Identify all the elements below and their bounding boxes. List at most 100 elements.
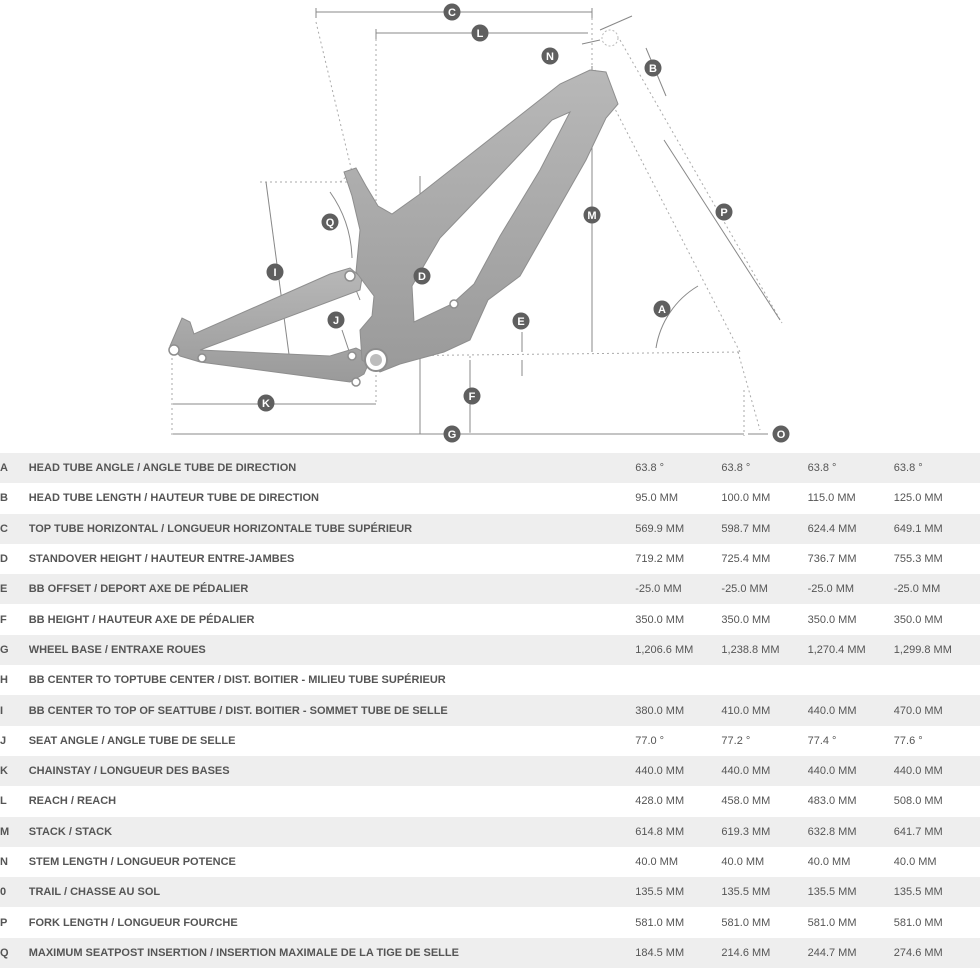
row-value-size-1: 614.8 MM — [635, 816, 722, 847]
row-value-size-2: 725.4 MM — [721, 543, 808, 575]
row-letter: E — [0, 574, 29, 605]
row-value-size-3: 624.4 MM — [807, 513, 894, 544]
row-label: HEAD TUBE LENGTH / HAUTEUR TUBE DE DIREC… — [28, 483, 636, 514]
row-letter: G — [0, 634, 29, 666]
marker-n: N — [541, 47, 559, 65]
row-value-size-2: 410.0 MM — [721, 695, 808, 726]
row-label: BB OFFSET / DEPORT AXE DE PÉDALIER — [28, 574, 636, 605]
row-value-size-4: 63.8 ° — [893, 453, 980, 484]
row-value-size-4: 274.6 MM — [893, 937, 980, 969]
row-value-size-4: 641.7 MM — [893, 816, 980, 847]
row-label: CHAINSTAY / LONGUEUR DES BASES — [28, 755, 636, 787]
row-value-size-1: 135.5 MM — [635, 877, 722, 908]
row-value-size-2: 100.0 MM — [721, 483, 808, 514]
svg-text:O: O — [777, 429, 786, 441]
row-value-size-4: 440.0 MM — [893, 755, 980, 787]
svg-text:K: K — [262, 398, 270, 410]
row-value-size-3: 350.0 MM — [807, 604, 894, 635]
row-value-size-4: 135.5 MM — [893, 877, 980, 908]
row-value-size-1 — [635, 665, 722, 696]
row-letter: M — [0, 816, 29, 847]
row-label: STEM LENGTH / LONGUEUR POTENCE — [28, 846, 636, 878]
row-letter: P — [0, 907, 29, 938]
row-value-size-4: 77.6 ° — [893, 725, 980, 756]
row-value-size-2: 135.5 MM — [721, 877, 808, 908]
row-value-size-1: 569.9 MM — [635, 513, 722, 544]
row-value-size-3 — [807, 665, 894, 696]
row-value-size-2: 598.7 MM — [721, 513, 808, 544]
row-value-size-3: 1,270.4 MM — [807, 634, 894, 666]
row-letter: I — [0, 695, 29, 726]
marker-e: E — [512, 312, 530, 330]
row-label: REACH / REACH — [28, 786, 636, 817]
row-value-size-3: 440.0 MM — [807, 755, 894, 787]
marker-i: I — [266, 263, 284, 281]
row-letter: J — [0, 725, 29, 756]
rear-axle — [168, 344, 180, 356]
marker-c: C — [443, 3, 461, 21]
row-value-size-2: 214.6 MM — [721, 937, 808, 969]
marker-f: F — [463, 387, 481, 405]
row-value-size-4: 40.0 MM — [893, 846, 980, 878]
dimension-markers: C L N B M P Q I D A J E F K G O — [257, 3, 790, 443]
row-letter: F — [0, 604, 29, 635]
row-letter: C — [0, 513, 29, 544]
rear-triangle — [169, 267, 373, 383]
row-letter: K — [0, 755, 29, 787]
row-label: STANDOVER HEIGHT / HAUTEUR ENTRE-JAMBES — [28, 543, 636, 575]
row-value-size-3: 115.0 MM — [807, 483, 894, 514]
row-label: BB CENTER TO TOP OF SEATTUBE / DIST. BOI… — [28, 695, 636, 726]
row-value-size-1: 63.8 ° — [635, 453, 722, 484]
row-value-size-2: 440.0 MM — [721, 755, 808, 787]
row-value-size-4: 470.0 MM — [893, 695, 980, 726]
svg-text:A: A — [658, 304, 666, 316]
row-value-size-3: 440.0 MM — [807, 695, 894, 726]
frame-geometry-diagram: C L N B M P Q I D A J E F K G O — [168, 3, 790, 443]
row-value-size-3: 581.0 MM — [807, 907, 894, 938]
row-value-size-4: 649.1 MM — [893, 513, 980, 544]
row-label: WHEEL BASE / ENTRAXE ROUES — [28, 634, 636, 666]
row-label: TRAIL / CHASSE AU SOL — [28, 877, 636, 908]
row-value-size-1: 1,206.6 MM — [635, 634, 722, 666]
row-value-size-4: -25.0 MM — [893, 574, 980, 605]
row-value-size-3: -25.0 MM — [807, 574, 894, 605]
row-value-size-2: 458.0 MM — [721, 786, 808, 817]
row-value-size-3: 40.0 MM — [807, 846, 894, 878]
row-value-size-1: 428.0 MM — [635, 786, 722, 817]
svg-text:D: D — [418, 271, 426, 283]
row-value-size-3: 244.7 MM — [807, 937, 894, 969]
row-value-size-4: 755.3 MM — [893, 543, 980, 575]
row-label: SEAT ANGLE / ANGLE TUBE DE SELLE — [28, 725, 636, 756]
row-label: FORK LENGTH / LONGUEUR FOURCHE — [28, 907, 636, 938]
svg-text:Q: Q — [326, 217, 335, 229]
marker-p: P — [715, 203, 733, 221]
row-value-size-1: -25.0 MM — [635, 574, 722, 605]
row-value-size-4: 508.0 MM — [893, 786, 980, 817]
svg-text:B: B — [649, 63, 657, 75]
row-label: STACK / STACK — [28, 816, 636, 847]
svg-text:I: I — [273, 267, 276, 279]
row-value-size-3: 483.0 MM — [807, 786, 894, 817]
row-value-size-3: 77.4 ° — [807, 725, 894, 756]
row-value-size-1: 184.5 MM — [635, 937, 722, 969]
marker-k: K — [257, 394, 275, 412]
svg-text:G: G — [448, 429, 457, 441]
svg-text:M: M — [587, 210, 596, 222]
row-value-size-2: 63.8 ° — [721, 453, 808, 484]
row-value-size-1: 581.0 MM — [635, 907, 722, 938]
row-letter: B — [0, 483, 29, 514]
row-letter: Q — [0, 937, 29, 969]
marker-o: O — [772, 425, 790, 443]
row-value-size-1: 40.0 MM — [635, 846, 722, 878]
row-value-size-1: 77.0 ° — [635, 725, 722, 756]
